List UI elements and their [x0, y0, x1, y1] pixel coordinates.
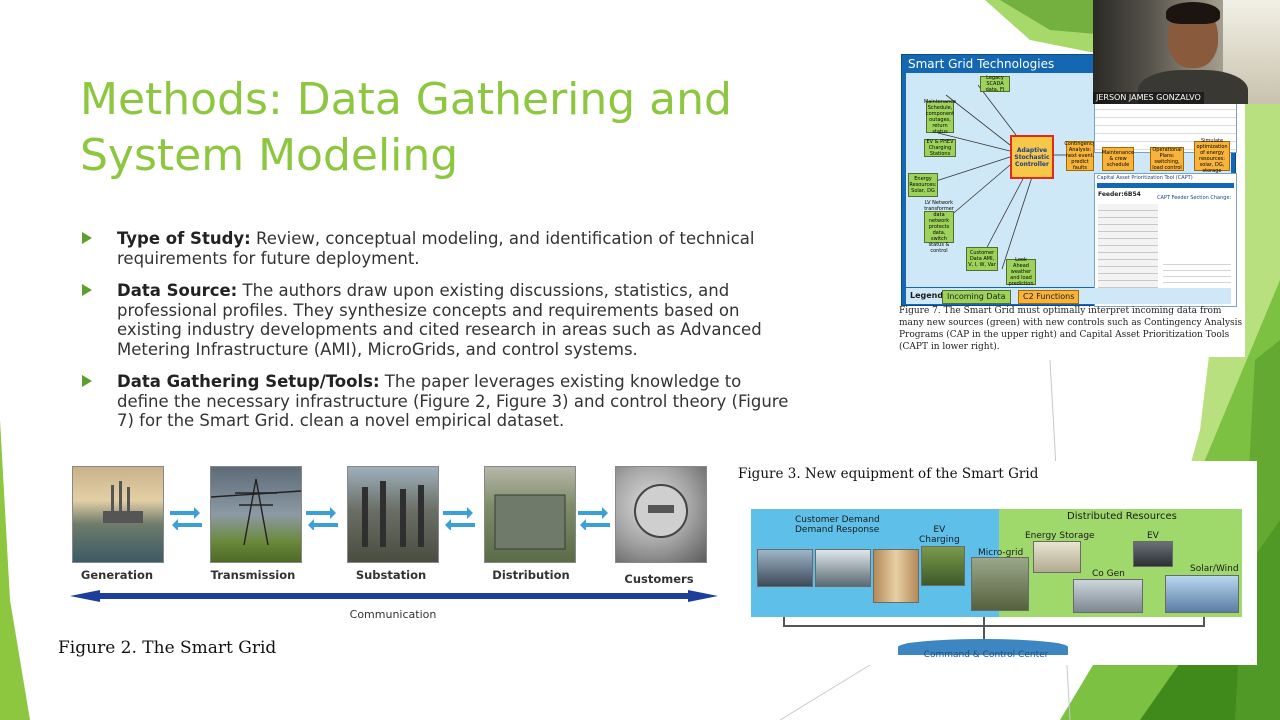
stage-label-substation: Substation	[355, 568, 427, 582]
diagram-legend: Legend: Incoming Data C2 Functions	[906, 288, 1231, 304]
customer-photo-1	[757, 549, 813, 587]
bullet-type-of-study: Type of Study: Review, conceptual modeli…	[80, 229, 795, 268]
bullet-text: The authors draw upon existing discussio…	[117, 281, 762, 359]
capt-panel: Capital Asset Prioritization Tool (CAPT)…	[1094, 173, 1237, 307]
control-center-line	[983, 627, 985, 639]
communication-arrow-icon	[70, 590, 718, 602]
customer-photo-3	[873, 549, 919, 603]
label-solar-wind: Solar/Wind	[1190, 564, 1239, 574]
stage-label-distribution: Distribution	[492, 568, 570, 582]
decor-line-2	[779, 664, 871, 720]
label-ev-charging: EV Charging	[919, 525, 960, 545]
bidirectional-arrow-icon	[443, 507, 475, 530]
box-maintenance: Maintenance Schedule, component outages,…	[923, 99, 957, 135]
box-look-ahead: Look Ahead weather and load prediction	[1006, 257, 1036, 287]
control-bus-line	[783, 625, 1203, 627]
legend-c2-functions: C2 Functions	[1018, 290, 1080, 304]
transmission-tower-icon	[211, 478, 301, 546]
bullet-label: Type of Study:	[117, 229, 251, 248]
box-legacy-scada: Legacy SCADA data, FI	[980, 75, 1010, 93]
customers-photo	[615, 466, 707, 563]
adaptive-stochastic-controller: Adaptive Stochastic Controller	[1010, 135, 1054, 179]
legend-incoming-data: Incoming Data	[942, 290, 1011, 304]
ev-photo	[1133, 541, 1173, 567]
micro-grid-photo	[971, 557, 1029, 611]
bullet-arrow-icon	[82, 284, 92, 296]
box-customer-data: Customer Data AMI, V, I, W, Var	[966, 247, 998, 271]
figure-3: Figure 3. New equipment of the Smart Gri…	[733, 461, 1257, 665]
stage-label-transmission: Transmission	[210, 568, 296, 582]
webcam-person-body	[1138, 70, 1248, 104]
ev-charging-photo	[921, 546, 965, 586]
label-distributed-resources: Distributed Resources	[1067, 511, 1177, 522]
bullet-list: Type of Study: Review, conceptual modeli…	[80, 229, 795, 444]
stage-label-generation: Generation	[80, 568, 154, 582]
capt-title: Capital Asset Prioritization Tool (CAPT)	[1097, 175, 1193, 181]
figure-3-caption: Figure 3. New equipment of the Smart Gri…	[738, 466, 1039, 482]
power-plant-icon	[103, 481, 143, 523]
bidirectional-arrow-icon	[578, 507, 610, 530]
communication-label: Communication	[349, 608, 437, 621]
bullet-data-gathering: Data Gathering Setup/Tools: The paper le…	[80, 372, 795, 431]
label-ev: EV	[1147, 531, 1159, 541]
bullet-text: Review, conceptual modeling, and identif…	[117, 229, 755, 268]
label-co-gen: Co Gen	[1092, 569, 1125, 579]
stage-label-customers: Customers	[624, 572, 694, 586]
legend-label: Legend:	[910, 291, 947, 300]
capt-section: CAPT Feeder Section Change:	[1157, 195, 1232, 201]
distribution-photo	[484, 466, 576, 563]
bullet-arrow-icon	[82, 375, 92, 387]
label-energy-storage: Energy Storage	[1025, 531, 1095, 541]
capt-bar	[1097, 183, 1234, 188]
command-control-center-label: Command & Control Center	[923, 650, 1049, 660]
decor-left-strip	[0, 420, 30, 720]
capt-table-left	[1098, 204, 1158, 299]
bullet-label: Data Source:	[117, 281, 238, 300]
label-micro-grid: Micro-grid	[978, 548, 1024, 558]
bidirectional-arrow-icon	[170, 507, 202, 530]
figure-7-caption: Figure 7. The Smart Grid must optimally …	[899, 306, 1243, 352]
participant-name-label: JERSON JAMES GONZALVO	[1093, 92, 1204, 104]
label-customer-demand: Customer Demand Demand Response	[795, 515, 880, 535]
substation-photo	[347, 466, 439, 563]
figure-2: Generation Transmission Substation Distr…	[58, 462, 728, 662]
generation-photo	[72, 466, 164, 563]
diagram-canvas: Maintenance Schedule, component outages,…	[906, 73, 1237, 307]
webcam-person-hair	[1166, 2, 1220, 24]
customer-photo-2	[815, 549, 871, 587]
box-energy-resources: Energy Resources: Solar, DG	[908, 173, 938, 197]
box-crew: Maintenance & crew schedule	[1102, 147, 1134, 171]
bidirectional-arrow-icon	[306, 507, 338, 530]
transmission-photo	[210, 466, 302, 563]
webcam-video-tile[interactable]: JERSON JAMES GONZALVO	[1093, 0, 1280, 104]
substation-icon	[362, 481, 424, 547]
distribution-cabinet-icon	[494, 494, 566, 550]
box-ev-charging: EV & PHEV Charging Stations	[924, 139, 956, 157]
diagram-connectors	[935, 84, 1066, 270]
diagram-title: Smart Grid Technologies	[908, 57, 1055, 71]
bullet-text: The paper leverages existing knowledge t…	[117, 372, 789, 430]
energy-storage-photo	[1033, 541, 1081, 573]
control-drop-line	[1203, 617, 1205, 627]
bullet-data-source: Data Source: The authors draw upon exist…	[80, 281, 795, 359]
box-contingency: Contingency Analysis: next event, predic…	[1064, 141, 1096, 171]
bullet-arrow-icon	[82, 232, 92, 244]
control-drop-line	[783, 617, 785, 627]
command-control-center-icon	[898, 639, 1068, 655]
solar-wind-photo	[1165, 575, 1239, 613]
slide-title: Methods: Data Gathering and System Model…	[80, 74, 732, 181]
smart-meter-icon	[634, 484, 688, 538]
box-transformer: LV Network transformer data network prot…	[924, 200, 954, 254]
capt-feeder: Feeder:6B54	[1098, 191, 1141, 198]
box-operational-plans: Operational Plans: switching, load contr…	[1150, 147, 1184, 171]
co-gen-photo	[1073, 579, 1143, 613]
figure-2-caption: Figure 2. The Smart Grid	[58, 638, 277, 658]
box-simulate: Simulate optimization of energy resource…	[1194, 138, 1230, 174]
control-drop-line	[983, 617, 985, 627]
bullet-label: Data Gathering Setup/Tools:	[117, 372, 380, 391]
